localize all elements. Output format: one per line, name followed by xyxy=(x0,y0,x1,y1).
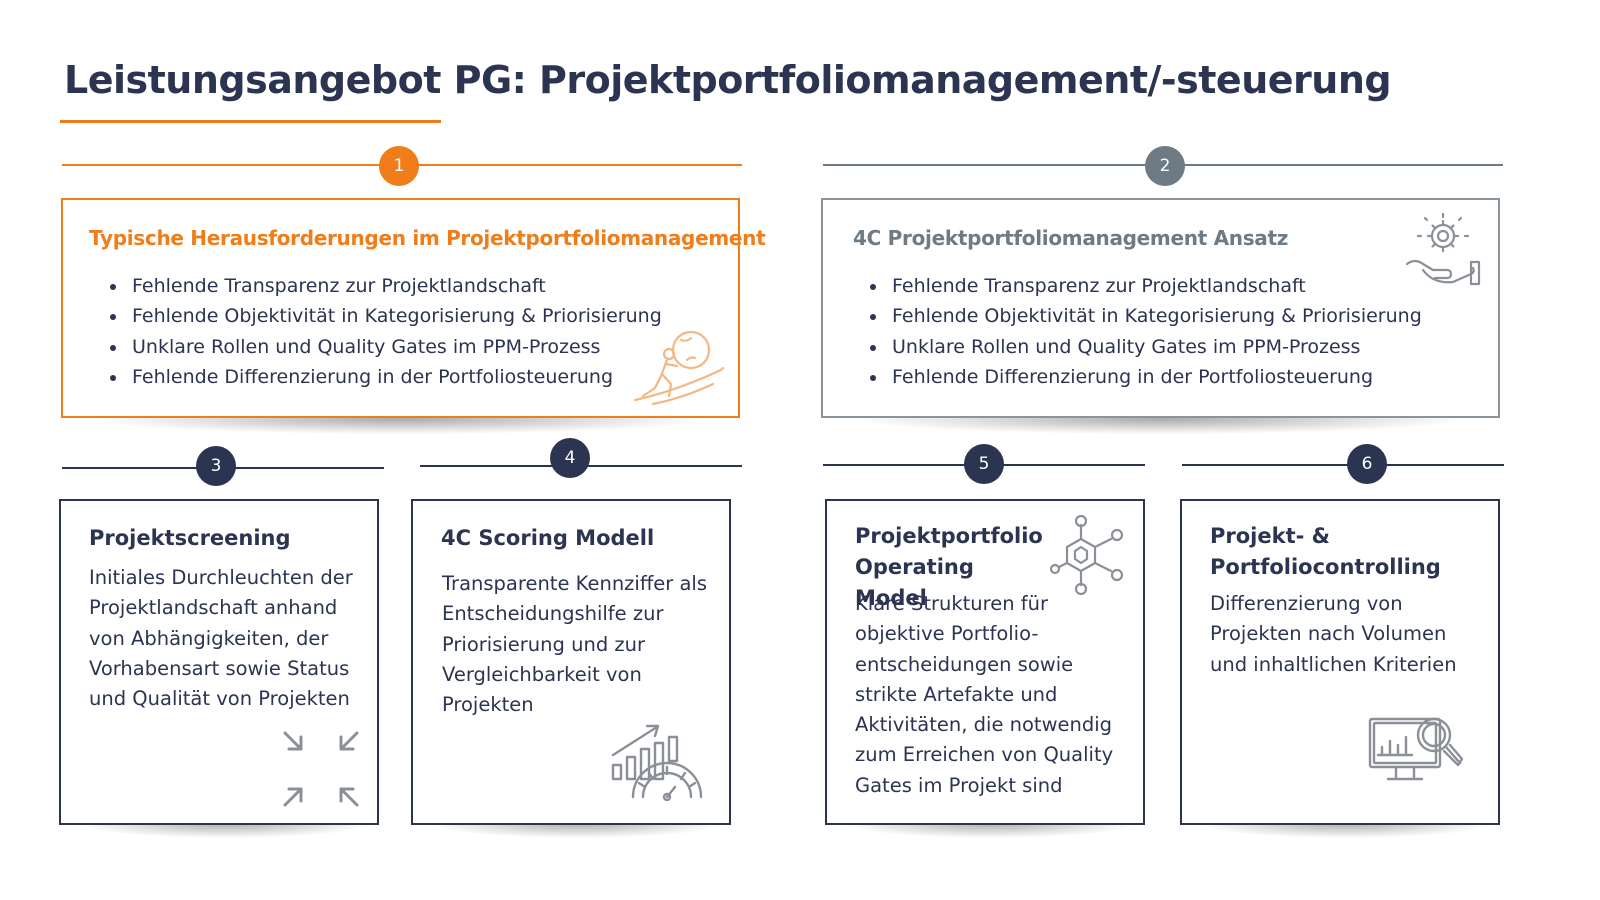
section-5-card: Projektportfolio Operating Model Klare S… xyxy=(825,499,1145,825)
chart-gauge-icon xyxy=(611,724,703,801)
section-4-description: Transparente Kennziffer als Entscheidung… xyxy=(442,572,708,717)
section-6-description: Differenzierung von Projekten nach Volum… xyxy=(1210,592,1457,676)
section-2-number-badge: 2 xyxy=(1145,146,1185,186)
section-1-title: Typische Herausforderungen im Projektpor… xyxy=(89,226,766,250)
section-6-card: Projekt- & Portfoliocontrolling Differen… xyxy=(1180,499,1500,825)
section-2-bullet: Fehlende Transparenz zur Projektlandscha… xyxy=(850,271,1422,301)
section-2-title: 4C Projektportfoliomanagement Ansatz xyxy=(853,226,1289,250)
section-4-title: 4C Scoring Modell xyxy=(441,526,655,550)
section-4-card: 4C Scoring Modell Transparente Kennziffe… xyxy=(411,499,731,825)
collapse-arrows-icon xyxy=(283,731,359,807)
section-3-card: Projektscreening Initiales Durchleuchten… xyxy=(59,499,379,825)
section-3-title: Projektscreening xyxy=(89,526,291,550)
section-6-line xyxy=(1182,464,1504,466)
section-2-bullet: Unklare Rollen und Quality Gates im PPM-… xyxy=(850,332,1422,362)
section-1-bullet-list: Fehlende Transparenz zur Projektlandscha… xyxy=(90,271,662,392)
page-title: Leistungsangebot PG: Projektportfolioman… xyxy=(64,58,1392,102)
section-2-bullet: Fehlende Differenzierung in der Portfoli… xyxy=(850,362,1422,392)
gear-hand-icon xyxy=(1405,212,1481,286)
section-6-number-badge: 6 xyxy=(1347,444,1387,484)
section-1-bullet: Fehlende Differenzierung in der Portfoli… xyxy=(90,362,662,392)
section-1-number-badge: 1 xyxy=(379,146,419,186)
title-underline xyxy=(60,120,441,123)
section-1-bullet: Unklare Rollen und Quality Gates im PPM-… xyxy=(90,332,662,362)
climber-boulder-icon xyxy=(633,330,725,406)
section-3-number-badge: 3 xyxy=(196,446,236,486)
section-6-title: Projekt- & Portfoliocontrolling xyxy=(1210,524,1441,579)
section-2-bullet-list: Fehlende Transparenz zur Projektlandscha… xyxy=(850,271,1422,392)
section-5-title: Projektportfolio Operating Model xyxy=(855,524,1043,610)
section-5-number-badge: 5 xyxy=(964,444,1004,484)
section-1-bullet: Fehlende Objektivität in Kategorisierung… xyxy=(90,301,662,331)
network-hexagon-icon xyxy=(1049,514,1124,595)
section-2-card: 4C Projektportfoliomanagement Ansatz Feh… xyxy=(821,198,1500,418)
section-5-description: Klare Strukturen für objektive Portfolio… xyxy=(855,592,1114,797)
section-1-bullet: Fehlende Transparenz zur Projektlandscha… xyxy=(90,271,662,301)
section-1-card: Typische Herausforderungen im Projektpor… xyxy=(61,198,766,418)
section-4-number-badge: 4 xyxy=(550,438,590,478)
monitor-magnifier-icon xyxy=(1368,717,1464,781)
section-2-bullet: Fehlende Objektivität in Kategorisierung… xyxy=(850,301,1422,331)
section-3-description: Initiales Durchleuchten der Projektlands… xyxy=(89,566,353,711)
